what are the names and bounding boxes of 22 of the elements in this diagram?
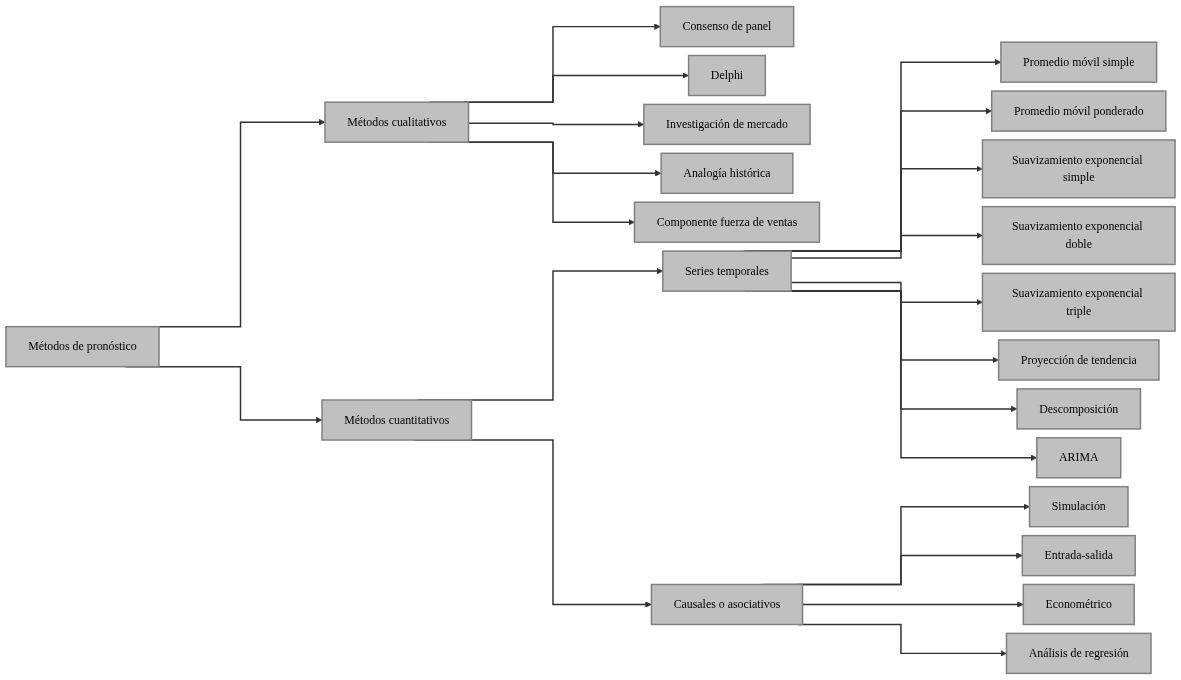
node-box: Suavizamiento exponencial doble xyxy=(981,205,1176,266)
node-box: Descomposición xyxy=(1016,388,1142,430)
node-box: Consenso de panel xyxy=(659,5,795,48)
node-box: Promedio móvil simple xyxy=(1000,41,1158,83)
node-box: ARIMA xyxy=(1036,437,1122,479)
node-box: Promedio móvil ponderado xyxy=(990,90,1167,132)
node-box: Simulación xyxy=(1028,485,1129,528)
node-box: Componente fuerza de ventas xyxy=(633,201,821,243)
node-box: Series temporales xyxy=(662,250,792,292)
node-box: Proyección de tendencia xyxy=(997,339,1160,381)
node-box: Análisis de regresión xyxy=(1005,632,1152,675)
node-box: Métodos de pronóstico xyxy=(5,325,160,368)
node-box: Investigación de mercado xyxy=(643,103,811,146)
node-box: Delphi xyxy=(687,54,767,97)
node-box: Analogía histórica xyxy=(660,152,794,195)
node-box: Suavizamiento exponencial triple xyxy=(981,272,1176,332)
node-box: Causales o asociativos xyxy=(650,583,804,626)
node-box: Suavizamiento exponencial simple xyxy=(981,139,1176,199)
node-box: Métodos cuantitativos xyxy=(321,399,473,441)
node-box: Entrada-salida xyxy=(1021,534,1136,577)
node-box: Econométrico xyxy=(1022,583,1135,626)
node-box: Métodos cualitativos xyxy=(324,101,470,143)
